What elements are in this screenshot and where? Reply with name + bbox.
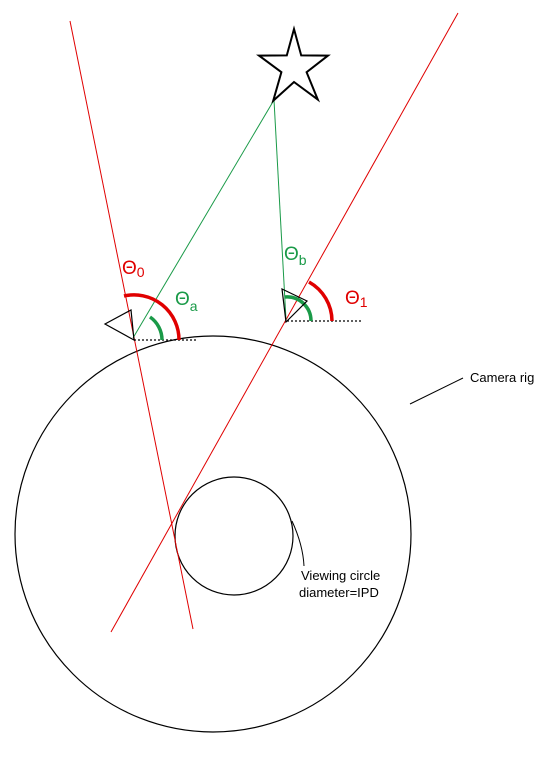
theta-1-label: Θ1 <box>345 288 368 310</box>
camera-rig-circle <box>14 335 412 733</box>
theta-a-label: Θa <box>175 289 198 314</box>
ray-line-right <box>110 12 459 633</box>
viewing-circle-leader <box>291 520 305 567</box>
sight-line-left <box>132 99 275 339</box>
viewing-circle <box>174 476 294 596</box>
theta-a-arc <box>148 315 164 341</box>
viewing-circle-label-line2: diameter=IPD <box>299 585 379 600</box>
theta-1-arc <box>308 280 334 322</box>
theta-0-arc <box>123 293 181 341</box>
theta-b-arc <box>284 295 313 322</box>
sight-line-right <box>273 99 287 321</box>
theta-b-label: Θb <box>284 244 307 268</box>
camera-rig-label: Camera rig <box>470 370 534 385</box>
camera-right-icon <box>281 287 309 324</box>
star-icon <box>256 25 331 104</box>
camera-rig-leader <box>409 377 464 405</box>
ray-line-left <box>69 20 194 630</box>
camera-left-icon <box>103 309 135 342</box>
theta-0-label: Θ0 <box>122 258 145 280</box>
viewing-circle-label-line1: Viewing circle <box>301 568 380 583</box>
